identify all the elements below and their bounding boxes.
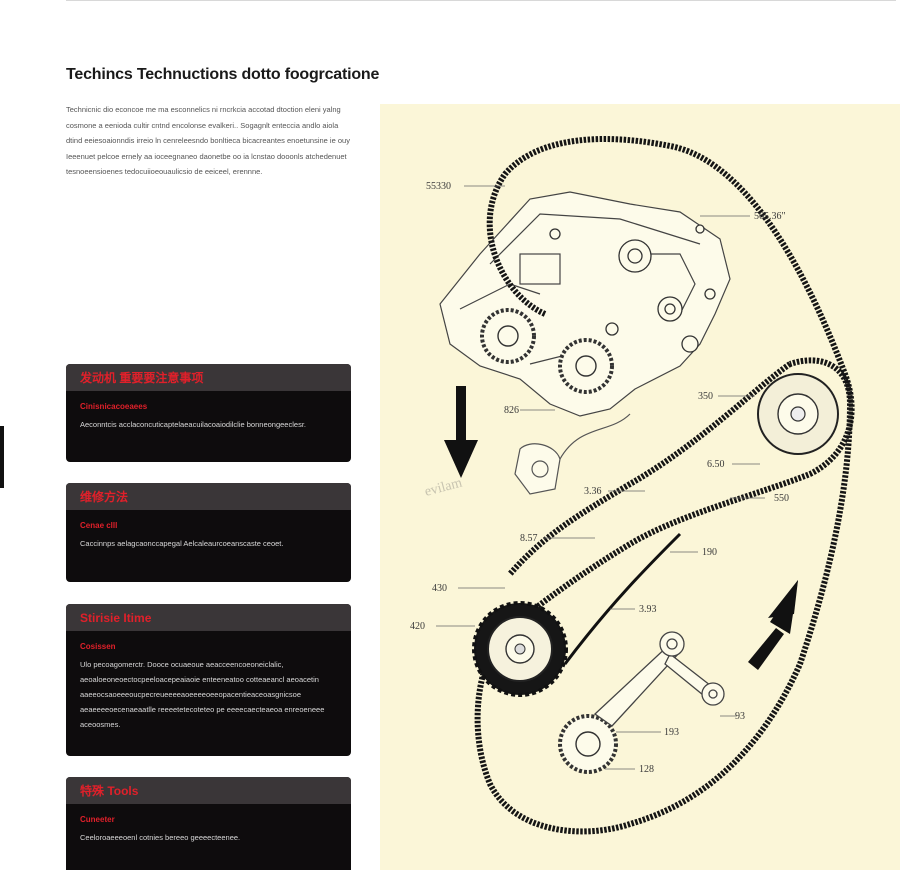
dim-label: 550 <box>774 493 789 504</box>
card-timing: Stirisie Itime Cosissen Ulo pecoagomerct… <box>66 604 351 756</box>
card-header: 维修方法 <box>66 483 351 510</box>
left-edge-marker <box>0 426 4 488</box>
arrow-down-icon <box>444 386 478 478</box>
dim-label: 190 <box>702 547 717 558</box>
dim-label: 128 <box>639 764 654 775</box>
leader-lines <box>436 185 765 770</box>
dim-label: 8.57 <box>520 533 538 544</box>
card-header: 发动机 重要要注意事项 <box>66 364 351 391</box>
dim-label: 55330 <box>426 181 451 192</box>
engine-gears <box>480 308 614 394</box>
card-header: 特殊 Tools <box>66 777 351 804</box>
card-title: 特殊 Tools <box>80 784 139 798</box>
card-header: Stirisie Itime <box>66 604 351 631</box>
dim-label: 430 <box>432 583 447 594</box>
dim-label: 826 <box>504 405 519 416</box>
timing-belt-diagram: evilam 55330 565.36" 350 826 6.50 3.36 5… <box>380 104 900 870</box>
card-body: Aeconntcis acclaconcuticaptelaeacuilacoa… <box>80 420 306 429</box>
dimension-labels: 55330 565.36" 350 826 6.50 3.36 550 8.57… <box>410 181 789 775</box>
crank-pulley <box>472 601 568 697</box>
dim-label: 93 <box>735 711 745 722</box>
intro-paragraph: Technicnic dio econcoe me ma esconnelics… <box>66 105 350 177</box>
engine-bolts <box>549 224 716 366</box>
dim-label: 3.36 <box>584 486 602 497</box>
card-subtitle: Cenae clll <box>80 521 118 530</box>
card-subtitle: Cosissen <box>80 642 116 651</box>
dim-label: 3.93 <box>639 604 657 615</box>
card-title: 发动机 重要要注意事项 <box>80 371 204 385</box>
timing-belt <box>474 136 855 835</box>
card-title: Stirisie Itime <box>80 610 152 625</box>
arrow-up-icon <box>748 580 798 670</box>
dim-label: 6.50 <box>707 459 725 470</box>
dim-label: 193 <box>664 727 679 738</box>
card-subtitle: Cinisnicacoeaees <box>80 402 148 411</box>
card-body: Caccinnps aelagcaonccapegal Aelcaleaurco… <box>80 539 284 548</box>
card-subtitle: Cuneeter <box>80 815 115 824</box>
tensioner-arm <box>593 631 725 727</box>
card-title: 维修方法 <box>80 490 129 504</box>
dim-label: 565.36" <box>754 211 786 222</box>
card-engine-notes: 发动机 重要要注意事项 Cinisnicacoeaees Aeconntcis … <box>66 364 351 462</box>
top-rule <box>66 0 896 1</box>
dim-label: 420 <box>410 621 425 632</box>
card-special-tools: 特殊 Tools Cuneeter Ceeloroaeeeoenl cotnie… <box>66 777 351 870</box>
small-bracket <box>514 413 631 495</box>
belt-inner-strand <box>563 532 682 665</box>
card-body: Ceeloroaeeeoenl cotnies bereeo geeeectee… <box>80 833 241 842</box>
tensioner-pulley <box>757 373 839 455</box>
dim-label: 350 <box>698 391 713 402</box>
page-title: Techincs Technuctions dotto foogrcatione <box>66 66 380 83</box>
card-repair-method: 维修方法 Cenae clll Caccinnps aelagcaonccape… <box>66 483 351 582</box>
card-body: Ulo pecoagomerctr. Dooce ocuaeoue aeacce… <box>80 660 325 729</box>
idler-gear <box>558 714 618 774</box>
